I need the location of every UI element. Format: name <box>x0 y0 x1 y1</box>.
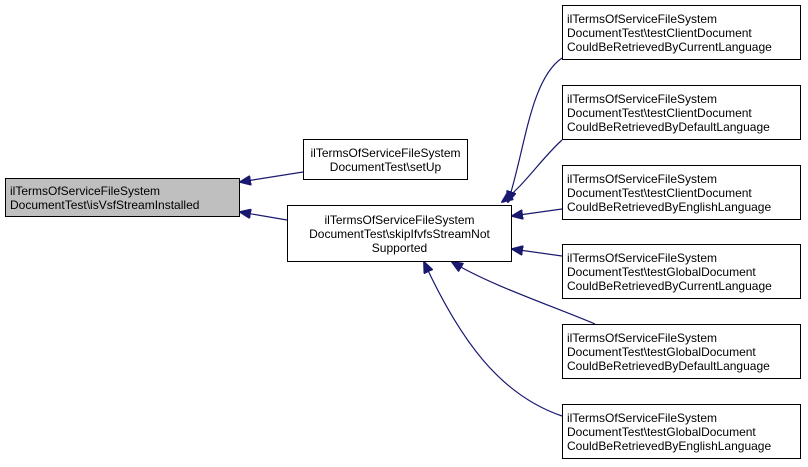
edge-leaf-2-to-skip <box>502 139 563 202</box>
edge-leaf-6-to-skip <box>424 262 563 417</box>
node-line: CouldBeRetrievedByDefaultLanguage <box>567 358 770 373</box>
node-line: CouldBeRetrievedByEnglishLanguage <box>567 438 772 453</box>
node-test-client-default-language[interactable]: ilTermsOfServiceFileSystem DocumentTest\… <box>562 85 801 140</box>
node-line: DocumentTest\testClientDocument <box>567 25 752 40</box>
node-line: ilTermsOfServiceFileSystem <box>567 91 718 106</box>
node-line: DocumentTest\testGlobalDocument <box>567 344 756 359</box>
node-test-global-default-language[interactable]: ilTermsOfServiceFileSystem DocumentTest\… <box>562 324 801 379</box>
node-line: ilTermsOfServiceFileSystem <box>567 330 718 345</box>
node-line: CouldBeRetrievedByCurrentLanguage <box>567 278 772 293</box>
node-line: ilTermsOfServiceFileSystem <box>310 145 461 160</box>
node-setup[interactable]: ilTermsOfServiceFileSystem DocumentTest\… <box>303 139 468 180</box>
node-line: CouldBeRetrievedByEnglishLanguage <box>567 199 772 214</box>
node-line: CouldBeRetrievedByCurrentLanguage <box>567 39 772 54</box>
edge-leaf-3-to-skip <box>512 208 563 216</box>
node-line: ilTermsOfServiceFileSystem <box>567 11 718 26</box>
node-line: ilTermsOfServiceFileSystem <box>324 212 475 227</box>
node-line: Supported <box>371 240 428 255</box>
node-line: DocumentTest\setUp <box>329 159 442 174</box>
node-line: CouldBeRetrievedByDefaultLanguage <box>567 119 770 134</box>
edge-leaf-4-to-skip <box>512 249 563 257</box>
node-root-isvsfstreaminstalled[interactable]: ilTermsOfServiceFileSystem DocumentTest\… <box>5 178 240 217</box>
node-line: DocumentTest\skipIfvfsStreamNot <box>309 226 490 241</box>
edge-leaf-1-to-skip <box>508 57 563 202</box>
node-test-global-current-language[interactable]: ilTermsOfServiceFileSystem DocumentTest\… <box>562 244 801 299</box>
node-line: DocumentTest\isVsfStreamInstalled <box>10 197 200 212</box>
node-line: DocumentTest\testGlobalDocument <box>567 424 756 439</box>
node-test-global-english-language[interactable]: ilTermsOfServiceFileSystem DocumentTest\… <box>562 404 801 459</box>
node-line: ilTermsOfServiceFileSystem <box>567 171 718 186</box>
node-line: ilTermsOfServiceFileSystem <box>567 250 718 265</box>
node-test-client-english-language[interactable]: ilTermsOfServiceFileSystem DocumentTest\… <box>562 165 801 220</box>
node-skipifvfsstreamnotsupported[interactable]: ilTermsOfServiceFileSystem DocumentTest\… <box>287 205 512 262</box>
node-line: ilTermsOfServiceFileSystem <box>10 183 161 198</box>
node-line: ilTermsOfServiceFileSystem <box>567 410 718 425</box>
node-line: DocumentTest\testClientDocument <box>567 105 752 120</box>
node-test-client-current-language[interactable]: ilTermsOfServiceFileSystem DocumentTest\… <box>562 5 801 60</box>
edge-leaf-5-to-skip <box>452 262 596 325</box>
edge-skip-to-root <box>240 212 288 221</box>
node-line: DocumentTest\testGlobalDocument <box>567 264 756 279</box>
node-line: DocumentTest\testClientDocument <box>567 185 752 200</box>
edge-setup-to-root <box>240 171 304 182</box>
